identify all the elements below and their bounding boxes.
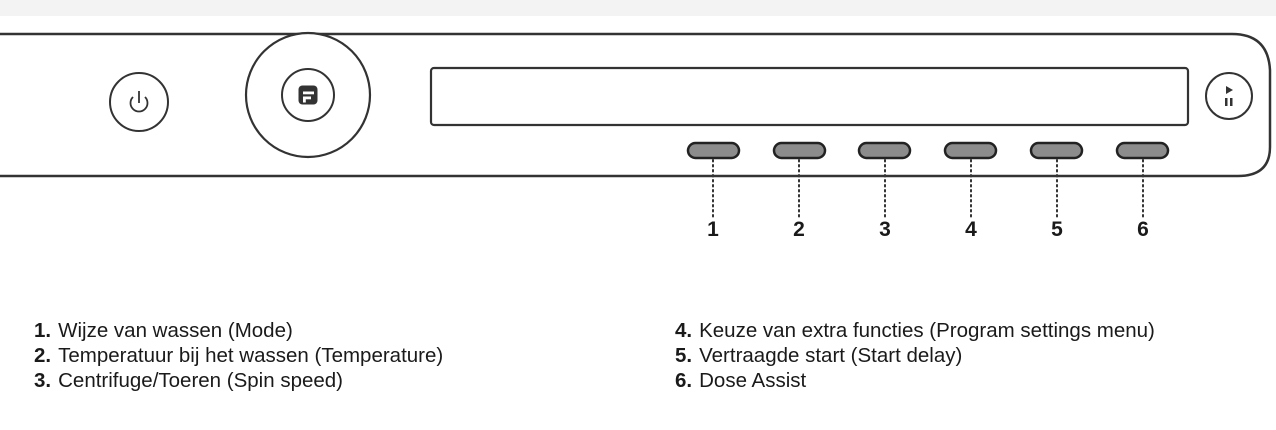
legend-number: 6. [675,369,693,392]
legend-number: 2. [34,344,52,367]
legend-item-4: 4. Keuze van extra functies (Program sett… [675,318,1155,343]
play-pause-icon [1225,86,1233,106]
legend-text: Wijze van wassen (Mode) [58,319,293,342]
callout-number-6: 6 [1137,218,1149,241]
legend-number: 1. [34,319,52,342]
legend-number: 3. [34,369,52,392]
power-button[interactable] [109,72,169,132]
function-button-6[interactable] [1115,141,1170,160]
start-pause-button[interactable] [1205,72,1253,120]
legend-number: 5. [675,344,693,367]
legend-text: Vertraagde start (Start delay) [699,344,963,367]
legend-text: Keuze van extra functies (Program settin… [699,319,1155,342]
legend-text: Centrifuge/Toeren (Spin speed) [58,369,343,392]
power-icon [129,91,149,113]
function-button-5[interactable] [1029,141,1084,160]
callout-number-1: 1 [707,218,719,241]
program-dial-icon [298,85,318,105]
legend-left-column: 1. Wijze van wassen (Mode) 2. Temperatuur … [34,318,443,393]
callout-number-5: 5 [1051,218,1063,241]
function-button-1[interactable] [686,141,741,160]
function-button-2[interactable] [772,141,827,160]
function-button-4[interactable] [943,141,998,160]
display-screen [429,66,1190,127]
top-background-band [0,0,1276,16]
legend-item-6: 6. Dose Assist [675,368,1155,393]
callout-number-4: 4 [965,218,977,241]
function-button-3[interactable] [857,141,912,160]
legend-item-1: 1. Wijze van wassen (Mode) [34,318,443,343]
callout-number-3: 3 [879,218,891,241]
program-dial[interactable] [244,31,372,159]
legend-item-3: 3. Centrifuge/Toeren (Spin speed) [34,368,443,393]
legend-text: Temperatuur bij het wassen (Temperature) [58,344,444,367]
legend-item-5: 5. Vertraagde start (Start delay) [675,343,1155,368]
legend-text: Dose Assist [699,369,807,392]
control-panel-outline [0,32,1272,178]
legend-right-column: 4. Keuze van extra functies (Program sett… [675,318,1155,393]
callout-number-2: 2 [793,218,805,241]
legend-number: 4. [675,319,693,342]
legend-item-2: 2. Temperatuur bij het wassen (Temperatur… [34,343,443,368]
